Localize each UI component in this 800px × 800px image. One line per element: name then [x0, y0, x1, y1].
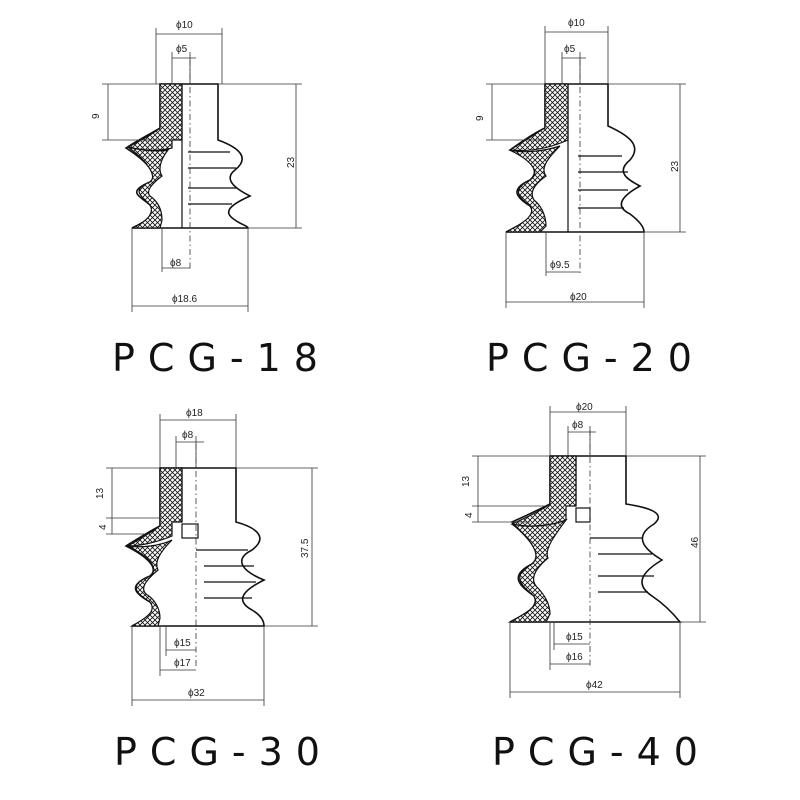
pcg-40-drawing: ϕ20 ϕ8 13 4 46 ϕ15 ϕ16 ϕ42 — [461, 402, 706, 698]
dim-bottom-inner: ϕ8 — [170, 258, 182, 269]
dim-bottom-inner-2: ϕ16 — [566, 652, 583, 663]
dim-top-outer: ϕ10 — [568, 18, 585, 29]
diagram-pcg-30: ϕ18 ϕ8 13 4 37.5 ϕ15 ϕ17 ϕ32 PCG-30 — [0, 400, 400, 800]
dim-height-step: 4 — [98, 524, 109, 530]
pcg-30-drawing: ϕ18 ϕ8 13 4 37.5 ϕ15 ϕ17 ϕ32 — [95, 408, 318, 706]
dim-height-total: 37.5 — [300, 538, 311, 558]
dim-height-total: 46 — [690, 536, 701, 548]
dim-height-step: 4 — [464, 512, 475, 518]
wall-lower — [507, 518, 568, 623]
dim-bottom-inner: ϕ9.5 — [550, 260, 570, 271]
dim-height-total: 23 — [286, 156, 297, 168]
dim-height-total: 23 — [670, 160, 681, 172]
dim-bottom-outer: ϕ32 — [188, 688, 205, 699]
model-title: PCG-40 — [492, 730, 711, 774]
pcg-18-drawing: ϕ10 ϕ5 9 23 ϕ8 ϕ18.6 — [91, 20, 302, 312]
model-title: PCG-20 — [486, 336, 705, 380]
dim-top-inner: ϕ8 — [572, 420, 584, 431]
diagram-pcg-20: ϕ10 ϕ5 9 23 ϕ9.5 ϕ20 PCG-20 — [390, 0, 790, 400]
dim-height-upper: 9 — [475, 115, 486, 121]
dim-top-inner: ϕ5 — [564, 44, 576, 55]
wall-lower — [127, 539, 173, 627]
wall-lower — [505, 145, 561, 233]
dim-top-inner: ϕ5 — [176, 44, 188, 55]
dim-bottom-outer: ϕ20 — [570, 292, 587, 303]
dim-bottom-inner-1: ϕ15 — [566, 632, 583, 643]
dim-top-outer: ϕ18 — [186, 408, 203, 419]
model-title: PCG-30 — [114, 730, 333, 774]
model-title: PCG-18 — [112, 336, 331, 380]
diagram-pcg-40: ϕ20 ϕ8 13 4 46 ϕ15 ϕ16 ϕ42 PCG-40 — [390, 400, 790, 800]
dim-bottom-outer: ϕ42 — [586, 680, 603, 691]
dim-bottom-inner-1: ϕ15 — [174, 638, 191, 649]
wall-lower — [127, 146, 170, 229]
dim-height-upper: 9 — [91, 113, 102, 119]
dim-height-upper: 13 — [95, 487, 106, 499]
dim-bottom-inner-2: ϕ17 — [174, 658, 191, 669]
wall-section — [510, 455, 577, 527]
dim-bottom-outer: ϕ18.6 — [172, 294, 198, 305]
dim-top-outer: ϕ10 — [176, 20, 193, 31]
diagram-pcg-18: ϕ10 ϕ5 9 23 ϕ8 ϕ18.6 PCG-18 — [0, 0, 400, 400]
pcg-20-drawing: ϕ10 ϕ5 9 23 ϕ9.5 ϕ20 — [475, 18, 686, 308]
dim-height-upper: 13 — [461, 475, 472, 487]
dim-top-inner: ϕ8 — [182, 430, 194, 441]
dim-top-outer: ϕ20 — [576, 402, 593, 413]
wall-section — [508, 83, 569, 152]
